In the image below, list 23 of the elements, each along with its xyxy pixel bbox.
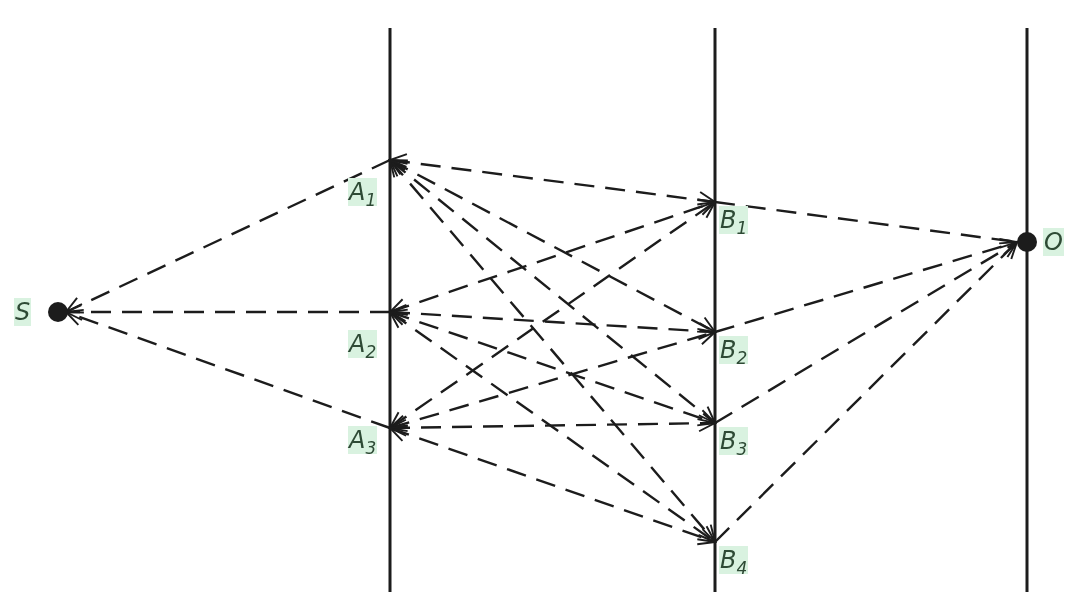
point-label: B$_{4}$	[719, 546, 749, 574]
dashed-ray-arrow	[389, 153, 716, 209]
point-label: B$_{2}$	[719, 336, 749, 364]
dashed-ray-arrow	[389, 424, 716, 546]
dashed-ray-arrow	[389, 158, 716, 334]
dashed-ray-arrow	[389, 308, 716, 427]
point-source	[12, 298, 68, 328]
point-label: A$_{1}$	[348, 178, 378, 206]
point-label: S	[14, 298, 32, 326]
dashed-ray-arrow	[389, 311, 716, 543]
dashed-ray-arrow	[389, 327, 716, 433]
dashed-ray-arrow	[389, 159, 716, 543]
dashed-ray-arrow	[714, 241, 1018, 543]
dashed-ray-arrow	[389, 198, 716, 316]
dashed-ray-arrow	[389, 159, 716, 424]
point-label: A$_{3}$	[348, 426, 378, 454]
dashed-ray-arrow	[65, 158, 391, 314]
dashed-ray-arrow	[714, 240, 1018, 425]
point-label: O	[1043, 228, 1064, 256]
dashed-ray-arrow	[389, 201, 716, 429]
point-label: B$_{3}$	[719, 427, 749, 455]
point-label: B$_{1}$	[719, 206, 749, 234]
point-label: A$_{2}$	[348, 330, 378, 358]
